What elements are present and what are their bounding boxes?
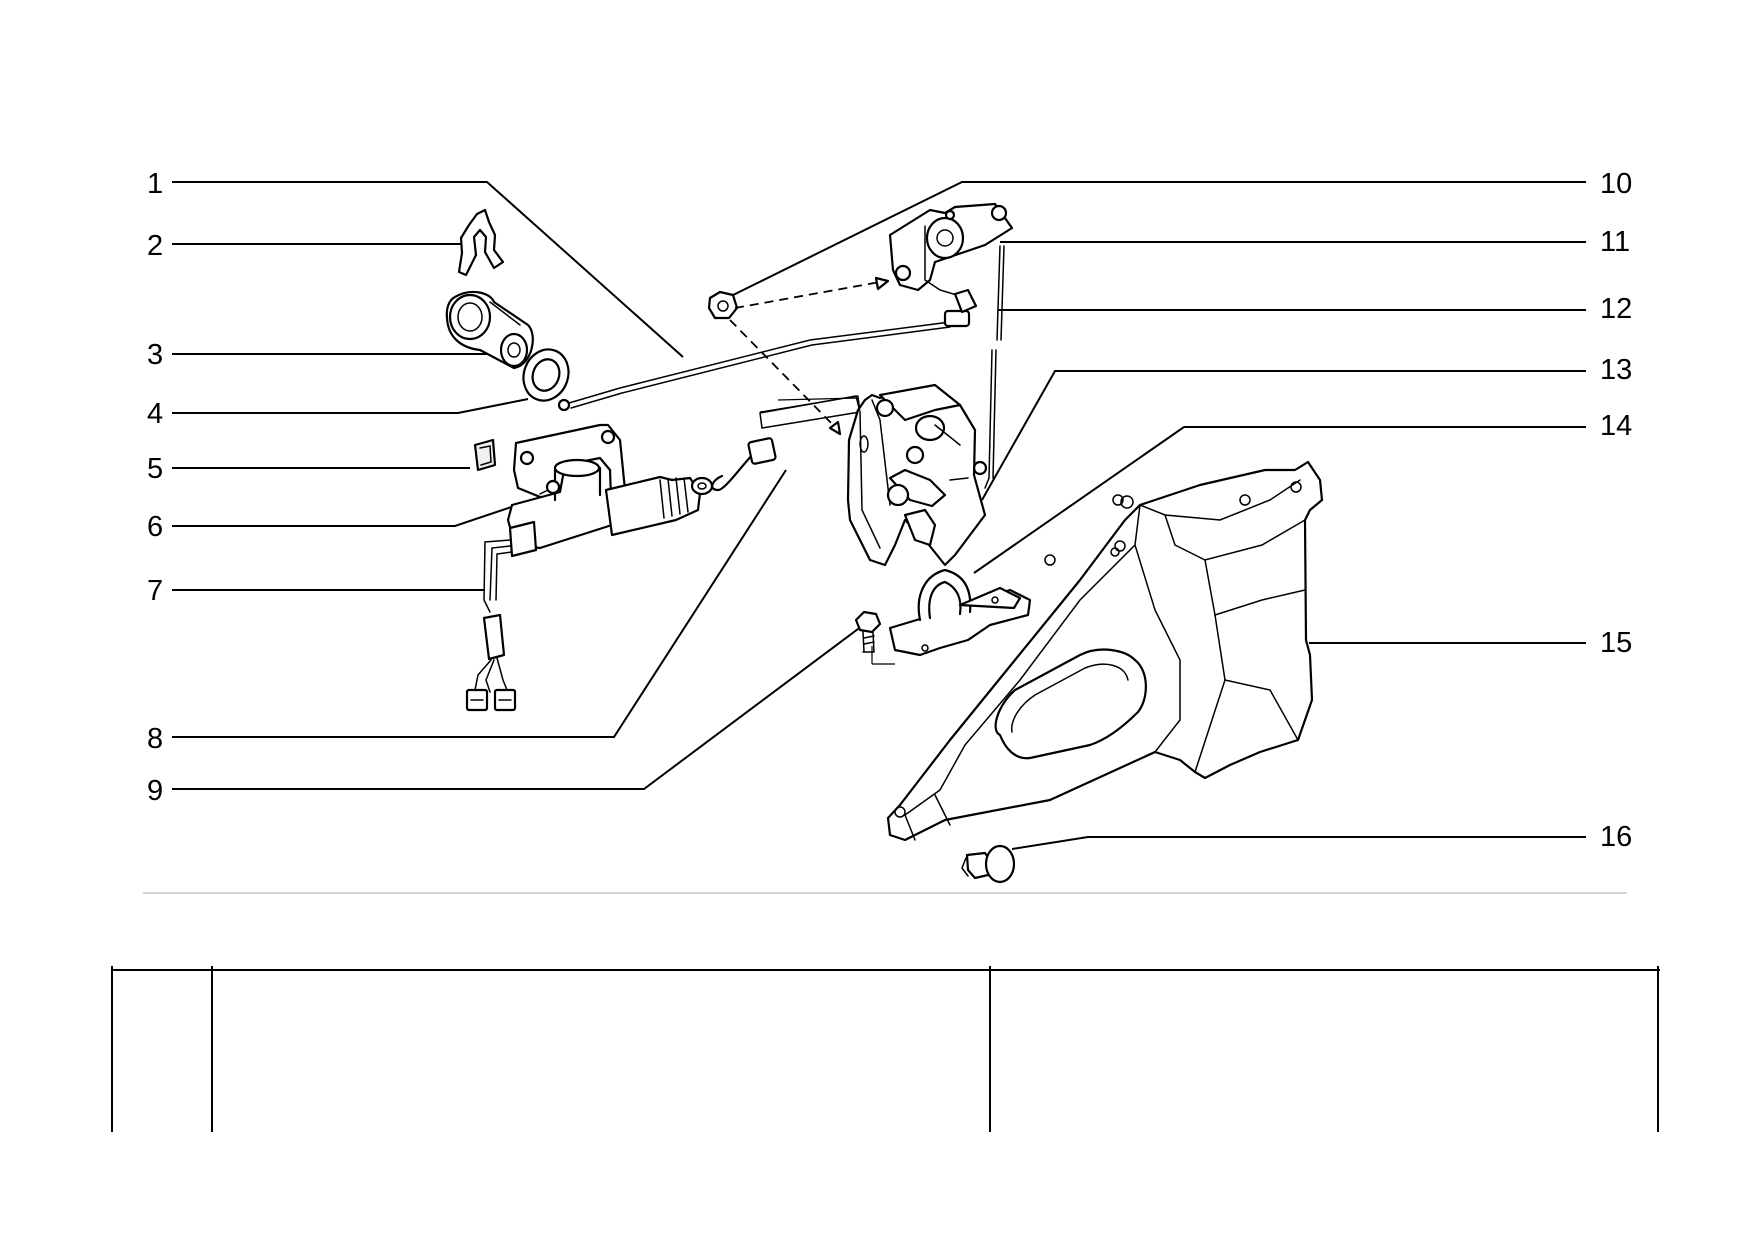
callout-9: 9	[147, 775, 163, 807]
leader-6	[172, 497, 539, 527]
callout-13: 13	[1600, 354, 1632, 386]
part-striker-loop	[888, 568, 1032, 657]
callout-5: 5	[147, 453, 163, 485]
callout-14: 14	[1600, 410, 1632, 442]
callout-7: 7	[147, 575, 163, 607]
part-latch-bracket	[888, 202, 1014, 314]
callout-8: 8	[147, 723, 163, 755]
callout-3: 3	[147, 339, 163, 371]
leader-9	[172, 625, 863, 790]
part-link-clip	[711, 395, 861, 492]
callout-10: 10	[1600, 168, 1632, 200]
part-trim-panel	[886, 460, 1324, 842]
callout-15: 15	[1600, 627, 1632, 659]
leader-1	[172, 181, 684, 358]
callout-1: 1	[147, 168, 163, 200]
leader-8	[172, 469, 787, 738]
part-latch-mechanism	[777, 383, 987, 567]
part-retaining-clip	[457, 208, 505, 277]
callout-2: 2	[147, 230, 163, 262]
part-lock-cylinder	[445, 290, 534, 370]
part-vertical-rod	[972, 245, 1005, 489]
part-actuator-motor	[465, 423, 714, 712]
part-bolt	[854, 610, 895, 665]
callout-12: 12	[1600, 293, 1632, 325]
leader-lines	[172, 181, 1586, 850]
leader-13	[981, 370, 1586, 501]
table-frame	[111, 966, 1660, 1132]
callout-16: 16	[1600, 821, 1632, 853]
callout-6: 6	[147, 511, 163, 543]
assembly-guides	[729, 276, 890, 436]
callout-4: 4	[147, 398, 163, 430]
callout-numbers-left: 1 2 3 4 5 6 7 8 9	[147, 168, 163, 807]
part-connecting-rod	[557, 309, 971, 412]
part-washer	[522, 348, 570, 402]
callout-numbers-right: 10 11 12 13 14 15 16	[1600, 168, 1632, 853]
part-small-clip	[473, 438, 497, 472]
part-push-clip	[961, 844, 1016, 884]
part-flange-nut	[707, 290, 739, 320]
leader-14	[973, 426, 1586, 574]
leader-16	[1011, 836, 1586, 850]
leader-4	[172, 398, 529, 414]
leader-10	[726, 181, 1586, 299]
callout-11: 11	[1600, 226, 1630, 258]
